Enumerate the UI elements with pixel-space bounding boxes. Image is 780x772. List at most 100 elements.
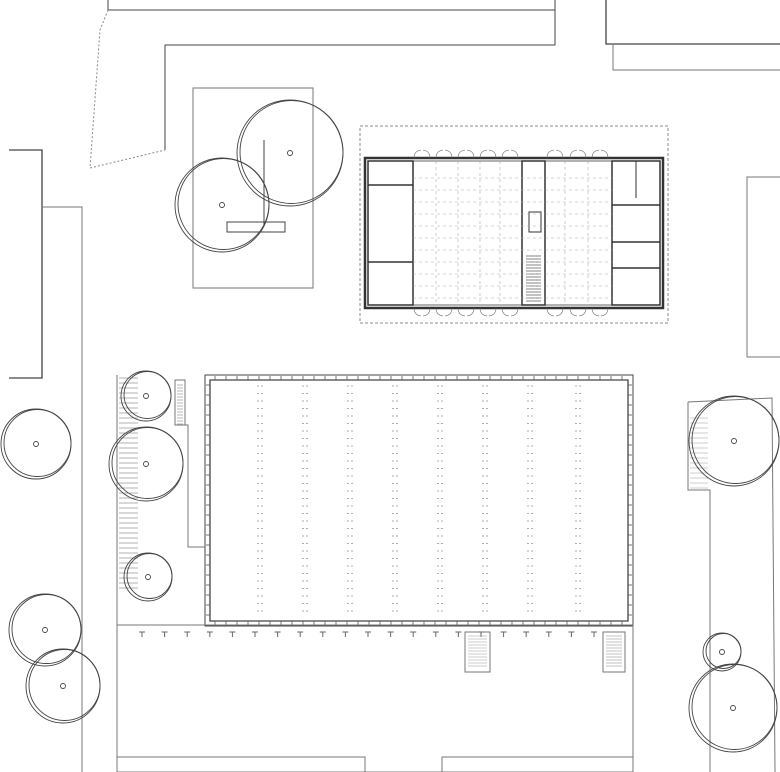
door-swing [458,150,474,158]
bollard [342,632,348,637]
forecourt-edge [117,757,365,772]
west-stair [175,380,185,425]
door-swing [570,150,586,158]
east-path-inner [688,402,710,772]
bollard [229,632,235,637]
tree-trunk [720,650,725,655]
forecourt-edge [442,757,633,772]
tree-canopy [692,665,777,750]
hall-outer-wall [205,375,633,626]
tree-canopy [109,427,183,501]
door-swing [547,150,563,158]
bollard [433,632,439,637]
west-boundary [42,207,82,772]
door-swing [570,308,586,316]
pavilion-outer-wall [365,158,663,308]
door-swing [592,308,608,316]
bollard [410,632,416,637]
hall-seating-rows [257,386,581,611]
tree-canopy [124,372,171,419]
door-swing [436,308,452,316]
tree-canopy [689,664,777,752]
tree-canopy [175,158,269,252]
bollard [455,632,461,637]
bollard [297,632,303,637]
west-rooms [368,161,413,305]
tree-canopy [112,428,183,499]
main-hall [117,375,633,772]
bollard [252,632,258,637]
tree-canopy [706,634,741,669]
door-swing [480,150,496,158]
bollard [501,632,507,637]
ramp-wall [175,380,205,547]
tree-canopy [240,101,343,204]
door-swing [502,308,518,316]
hall-inner-wall [210,380,628,621]
east-hatch [690,418,708,488]
north-building-edge [165,10,555,150]
northeast-edge [613,44,780,70]
pavilion-inner-wall [368,161,660,305]
bollard [139,632,145,637]
door-swing [414,308,430,316]
east-building [747,177,780,357]
lift [529,212,541,232]
tree-canopy [127,554,172,599]
pavilion-grid [413,161,612,305]
bollard [365,632,371,637]
trees [1,100,779,752]
tree-trunk [731,706,736,711]
bollard [546,632,552,637]
tree-canopy [121,371,171,421]
tree-trunk [220,203,225,208]
courtyard [193,88,313,288]
north-building-outline [108,0,555,10]
bollard [568,632,574,637]
bollard [523,632,529,637]
pavilion-site-boundary [360,126,668,323]
bollard [275,632,281,637]
bollard [591,632,597,637]
courtyard-bench [227,222,285,232]
tree-canopy [12,595,81,664]
door-swing [458,308,474,316]
core-stair [522,161,545,305]
northeast-building [606,0,780,44]
tree-trunk [61,684,66,689]
bollards [139,632,597,637]
tree-canopy [237,100,343,206]
bollard [320,632,326,637]
door-swing [502,150,518,158]
door-swing [414,150,430,158]
tree-trunk [43,628,48,633]
hall-wall-studs [206,376,632,625]
tree-canopy [4,410,71,477]
south-stair-a [465,632,490,672]
bollard [388,632,394,637]
south-forecourt [117,625,633,772]
bollard [162,632,168,637]
bollard [207,632,213,637]
north-plaza-dashed [90,10,165,168]
door-swing [592,150,608,158]
tree-trunk [144,462,149,467]
east-edge [688,398,775,772]
tree-canopy [29,650,100,721]
tree-canopy [26,649,100,723]
tree-trunk [288,151,293,156]
door-swing [480,308,496,316]
pavilion-floor-plan [365,150,663,316]
forecourt-outline [117,625,633,772]
stair-hatch [468,636,622,666]
tree-canopy [1,409,71,479]
stair-treads [526,256,541,301]
pavilion-doors [414,150,608,316]
tree-trunk [146,575,151,580]
tree-trunk [34,442,39,447]
tree-trunk [732,439,737,444]
tree-canopy [124,553,172,601]
west-building [9,150,42,378]
door-swing [547,308,563,316]
